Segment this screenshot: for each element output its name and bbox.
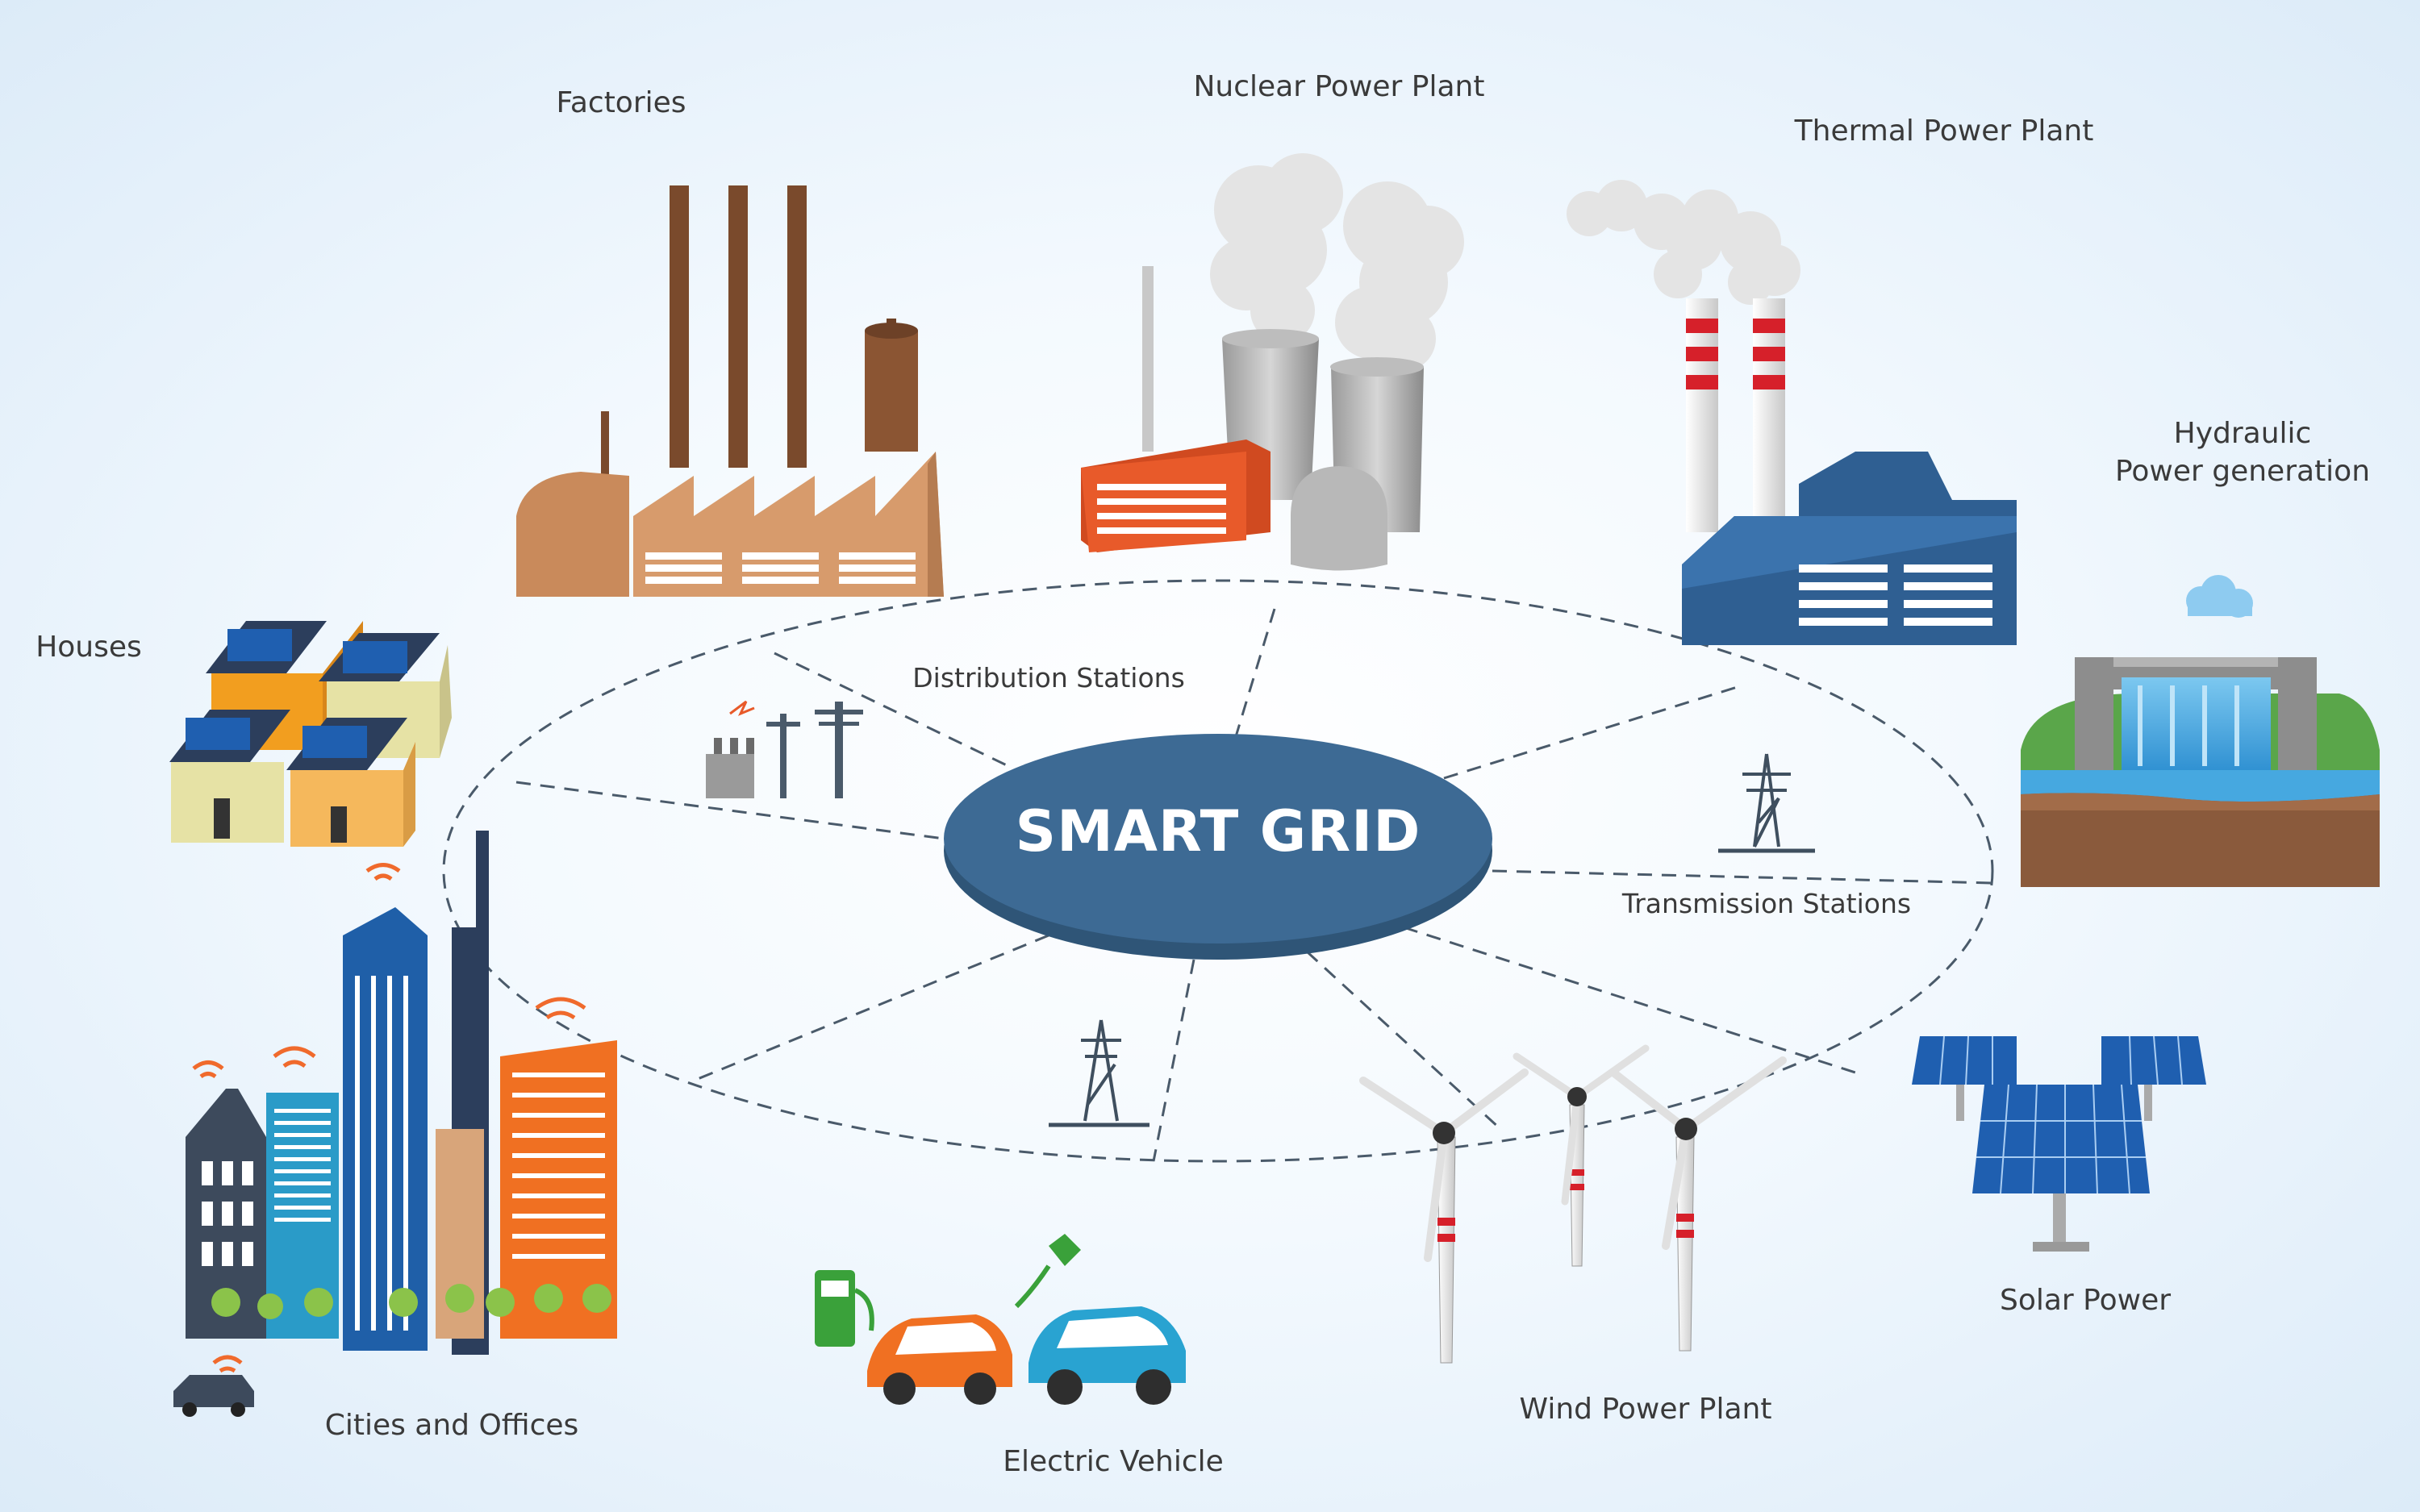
- label-solar-power: Solar Power: [1999, 1284, 2172, 1317]
- label-wind-plant: Wind Power Plant: [1519, 1393, 1772, 1426]
- houses-icon: [169, 621, 452, 847]
- label-thermal-plant: Thermal Power Plant: [1794, 115, 2094, 148]
- label-transmission-stations: Transmission Stations: [1621, 888, 1912, 919]
- label-hydraulic-power: Hydraulic Power generation: [2089, 415, 2396, 491]
- label-electric-vehicle: Electric Vehicle: [1003, 1445, 1224, 1478]
- label-hydraulic-line1: Hydraulic: [2173, 417, 2312, 450]
- solar-panels-icon: [1912, 1035, 2206, 1252]
- hydro-dam-icon: [2021, 575, 2380, 887]
- distribution-substation-icon: [706, 700, 863, 798]
- nuclear-plant-icon: [1081, 153, 1464, 571]
- label-cities-offices: Cities and Offices: [324, 1409, 579, 1442]
- transmission-tower-icon: [1049, 753, 1815, 1127]
- smart-grid-hub: [944, 734, 1492, 960]
- city-buildings-icon: [173, 831, 617, 1417]
- thermal-plant-icon: [1567, 180, 2017, 645]
- grid-network-lines: [442, 579, 1994, 1163]
- label-factories: Factories: [556, 86, 686, 119]
- label-distribution-stations: Distribution Stations: [912, 662, 1185, 694]
- label-hydraulic-line2: Power generation: [2114, 454, 2371, 488]
- electric-vehicle-icon: [815, 1234, 1186, 1405]
- label-houses: Houses: [35, 631, 142, 664]
- factory-icon: [516, 185, 944, 597]
- hub-title: SMART GRID: [1015, 798, 1421, 864]
- wind-turbines-icon: [1359, 1044, 1787, 1364]
- label-nuclear-plant: Nuclear Power Plant: [1193, 70, 1485, 103]
